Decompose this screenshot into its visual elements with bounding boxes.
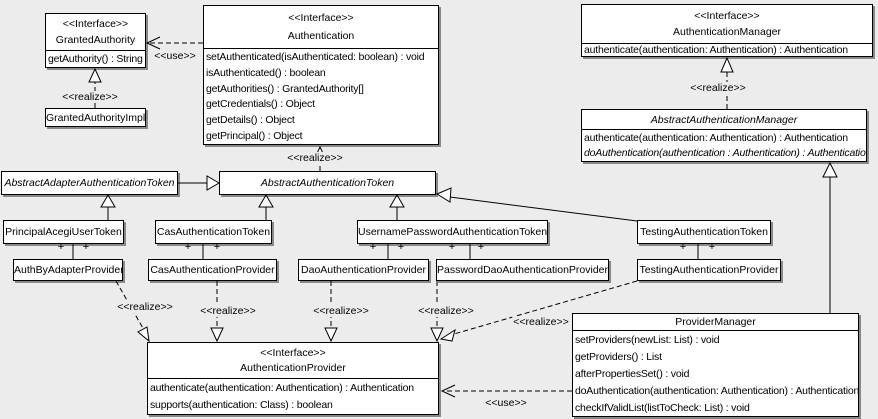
class-name: AbstractAuthenticationToken: [260, 177, 395, 189]
generalization-edges: [100, 161, 838, 313]
class-header: <<Interface>> Authentication: [204, 6, 438, 49]
class-name: PrincipalAcegiUserToken: [5, 226, 122, 238]
class-box-authentication-provider[interactable]: <<Interface>> AuthenticationProvider aut…: [147, 342, 439, 415]
method: getAuthority() : String: [48, 53, 143, 65]
method: afterPropertiesSet() : void: [575, 367, 690, 380]
methods-compartment: getAuthority() : String: [46, 51, 145, 67]
class-name: TestingAuthenticationToken: [640, 226, 768, 238]
multiplicity-label: +: [184, 241, 192, 253]
method: isAuthenticated() : boolean: [206, 66, 326, 79]
methods-compartment: setAuthenticated(isAuthenticated: boolea…: [204, 49, 438, 144]
realize-stereotype-label: <<realize>>: [286, 152, 344, 164]
stereotype-label: <<Interface>>: [288, 12, 354, 24]
class-name: ProviderManager: [675, 316, 756, 328]
class-box-abstract-adapter-authentication-token[interactable]: AbstractAdapterAuthenticationToken: [1, 171, 178, 195]
class-box-dao-authentication-provider[interactable]: DaoAuthenticationProvider: [298, 259, 429, 281]
method: getPrincipal() : Object: [206, 130, 303, 143]
class-box-username-password-authentication-token[interactable]: UsernamePasswordAuthenticationToken: [357, 220, 548, 244]
class-box-abstract-authentication-manager[interactable]: AbstractAuthenticationManager authentica…: [581, 109, 867, 162]
class-box-cas-authentication-token[interactable]: CasAuthenticationToken: [155, 220, 272, 244]
class-box-granted-authority[interactable]: <<Interface>> GrantedAuthority getAuthor…: [45, 13, 146, 68]
multiplicity-label: +: [477, 241, 485, 253]
class-box-password-dao-authentication-provider[interactable]: PasswordDaoAuthenticationProvider: [436, 259, 609, 281]
class-header: ProviderManager: [573, 314, 858, 331]
class-name: AbstractAdapterAuthenticationToken: [4, 177, 175, 189]
realize-stereotype-label: <<realize>>: [312, 305, 370, 317]
class-name: AuthenticationManager: [673, 26, 781, 39]
method: setAuthenticated(isAuthenticated: boolea…: [206, 50, 425, 63]
method: getCredentials() : Object: [206, 98, 315, 111]
association-edges: [72, 244, 699, 259]
class-name: GrantedAuthority: [55, 34, 136, 46]
multiplicity-label: +: [213, 241, 221, 253]
method: authenticate(authentication: Authenticat…: [584, 44, 848, 56]
class-header: <<Interface>> GrantedAuthority: [46, 14, 145, 51]
class-box-cas-authentication-provider[interactable]: CasAuthenticationProvider: [148, 259, 277, 281]
stereotype-label: <<Interface>>: [260, 346, 326, 359]
methods-compartment: setProviders(newList: List) : void getPr…: [573, 331, 858, 416]
class-name: DaoAuthenticationProvider: [301, 264, 426, 276]
class-name: AuthByAdapterProvider: [14, 264, 122, 276]
class-name: AuthenticationProvider: [240, 362, 346, 375]
class-header: <<Interface>> AuthenticationProvider: [148, 343, 438, 379]
class-box-testing-authentication-token[interactable]: TestingAuthenticationToken: [637, 220, 771, 244]
method: authenticate(authentication: Authenticat…: [150, 381, 414, 394]
use-stereotype-label: <<use>>: [484, 397, 528, 409]
class-name: Authentication: [287, 30, 355, 42]
method: getDetails() : Object: [206, 114, 295, 127]
multiplicity-label: +: [708, 241, 716, 253]
multiplicity-label: +: [448, 241, 456, 253]
method: authenticate(authentication: Authenticat…: [584, 131, 848, 144]
method: checkIfValidList(listToCheck: List) : vo…: [575, 401, 750, 414]
use-stereotype-label: <<use>>: [153, 50, 197, 62]
class-name: CasAuthenticationToken: [156, 226, 271, 238]
realize-stereotype-label: <<realize>>: [512, 316, 570, 328]
stereotype-label: <<Interface>>: [62, 18, 129, 30]
method: doAuthentication(authentication : Authen…: [584, 147, 866, 160]
multiplicity-label: +: [397, 241, 405, 253]
realize-stereotype-label: <<realize>>: [417, 305, 475, 317]
method: getAuthorities() : GrantedAuthority[]: [206, 82, 364, 95]
methods-compartment: authenticate(authentication: Authenticat…: [148, 379, 438, 414]
class-box-provider-manager[interactable]: ProviderManager setProviders(newList: Li…: [572, 313, 859, 417]
class-header: AbstractAuthenticationManager: [582, 110, 866, 130]
class-box-testing-authentication-provider[interactable]: TestingAuthenticationProvider: [637, 259, 781, 281]
class-box-principal-acegi-user-token[interactable]: PrincipalAcegiUserToken: [3, 220, 124, 244]
methods-compartment: authenticate(authentication: Authenticat…: [582, 130, 866, 161]
class-name: UsernamePasswordAuthenticationToken: [358, 226, 547, 238]
class-name: AbstractAuthenticationManager: [650, 113, 798, 126]
class-name: TestingAuthenticationProvider: [639, 264, 779, 276]
method: getProviders() : List: [575, 350, 662, 363]
method: supports(authentication: Class) : boolea…: [150, 399, 333, 412]
realize-stereotype-label: <<realize>>: [199, 305, 257, 317]
class-box-auth-by-adapter-provider[interactable]: AuthByAdapterProvider: [13, 259, 123, 281]
class-box-authentication-manager[interactable]: <<Interface>> AuthenticationManager auth…: [581, 4, 873, 57]
class-name: PasswordDaoAuthenticationProvider: [437, 264, 608, 276]
method: setProviders(newList: List) : void: [575, 333, 720, 346]
realize-stereotype-label: <<realize>>: [61, 91, 119, 103]
multiplicity-label: +: [369, 241, 377, 253]
class-box-granted-authority-impl[interactable]: GrantedAuthorityImpl: [45, 108, 146, 127]
class-name: GrantedAuthorityImpl: [46, 111, 145, 124]
class-name: CasAuthenticationProvider: [150, 264, 275, 276]
multiplicity-label: +: [57, 241, 65, 253]
multiplicity-label: +: [82, 241, 90, 253]
class-box-abstract-authentication-token[interactable]: AbstractAuthenticationToken: [219, 171, 436, 195]
realize-stereotype-label: <<realize>>: [116, 301, 174, 313]
class-header: <<Interface>> AuthenticationManager: [582, 5, 872, 44]
multiplicity-label: +: [679, 241, 687, 253]
methods-compartment: authenticate(authentication: Authenticat…: [582, 44, 872, 56]
class-box-authentication[interactable]: <<Interface>> Authentication setAuthenti…: [203, 5, 439, 145]
use-edges: [145, 36, 572, 398]
stereotype-label: <<Interface>>: [694, 9, 760, 22]
realize-stereotype-label: <<realize>>: [689, 82, 747, 94]
method: doAuthentication(authentication: Authent…: [575, 384, 858, 397]
